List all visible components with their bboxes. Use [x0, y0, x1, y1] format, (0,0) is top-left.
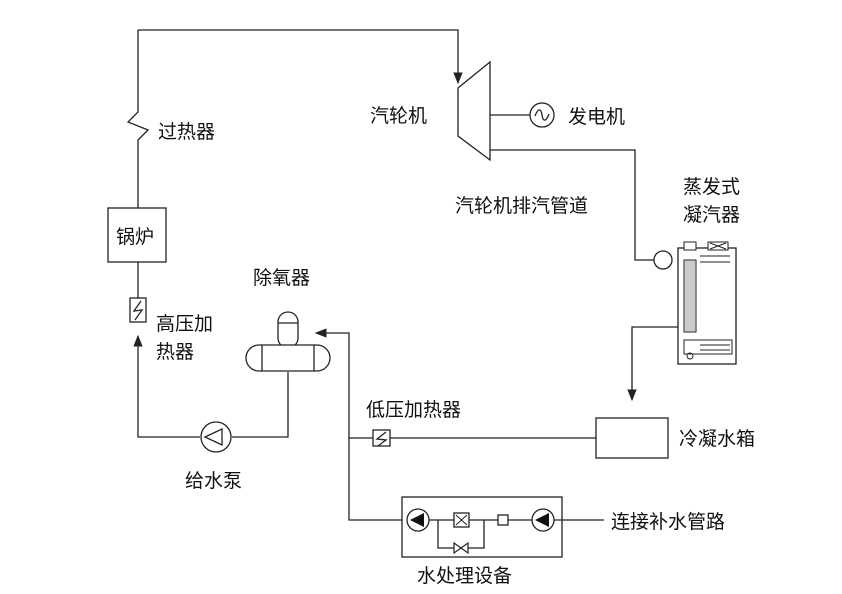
deaerator: 除氧器: [245, 267, 331, 372]
steam-main-pipe: [126, 29, 463, 208]
lp-heater-to-deaerator-pipe: [314, 328, 373, 439]
turbine-exhaust-pipe-label: 汽轮机排汽管道: [455, 195, 588, 217]
evaporative-condenser: 蒸发式 凝汽器: [653, 176, 740, 365]
water-treatment-label: 水处理设备: [417, 565, 512, 587]
condensate-drain-pipe: [627, 326, 678, 402]
makeup-water-pipe-label: 连接补水管路: [611, 511, 725, 533]
feedwater-pipe: [232, 372, 289, 438]
turbine: 汽轮机: [370, 60, 491, 162]
hp-heater-label-line1: 高压加: [156, 313, 213, 335]
boiler-label: 锅炉: [116, 226, 154, 248]
condensate-tank: 冷凝水箱: [595, 417, 755, 459]
evaporative-condenser-label-line1: 蒸发式: [683, 176, 740, 198]
hp-heater: 高压加 热器: [129, 297, 213, 363]
lp-heater: 低压加热器: [366, 399, 461, 447]
hp-heater-label-line2: 热器: [156, 341, 194, 363]
generator: 发电机: [529, 102, 625, 128]
water-treatment-to-deaerator-pipe: [348, 438, 402, 521]
feedwater-pipe-left: [133, 334, 200, 438]
superheater-label: 过热器: [158, 121, 215, 143]
condensate-tank-label: 冷凝水箱: [679, 428, 755, 450]
generator-label: 发电机: [568, 106, 625, 128]
feed-pump-label: 给水泵: [185, 470, 242, 492]
lp-heater-label: 低压加热器: [366, 399, 461, 421]
water-treatment-equipment: 水处理设备: [401, 496, 563, 587]
deaerator-label: 除氧器: [253, 267, 310, 289]
turbine-exhaust-pipe: [490, 149, 655, 261]
boiler: 锅炉: [107, 207, 167, 263]
evaporative-condenser-label-line2: 凝汽器: [683, 204, 740, 226]
feed-pump: 给水泵: [185, 421, 242, 492]
turbine-label: 汽轮机: [370, 105, 427, 127]
